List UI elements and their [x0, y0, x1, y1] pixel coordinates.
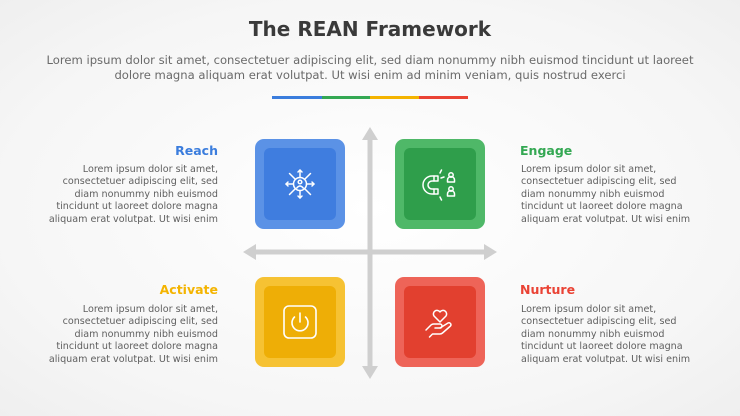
vertical-axis-arrow-up	[362, 127, 378, 140]
activate-description: Lorem ipsum dolor sit amet, consectetuer…	[48, 304, 218, 365]
vertical-axis-arrow-down	[362, 366, 378, 379]
nurture-description: Lorem ipsum dolor sit amet, consectetuer…	[521, 304, 691, 365]
reach-description: Lorem ipsum dolor sit amet, consectetuer…	[48, 164, 218, 225]
color-bar-blue	[272, 96, 322, 99]
activate-label: Activate	[159, 282, 218, 297]
engage-box	[395, 139, 485, 229]
reach-box	[255, 139, 345, 229]
nurture-label: Nurture	[520, 282, 576, 297]
page-title: The REAN Framework	[248, 17, 492, 41]
horizontal-axis-arrow-right	[484, 244, 497, 260]
nurture-box	[395, 277, 485, 367]
activate-box	[255, 277, 345, 367]
color-bar-red	[419, 96, 468, 99]
hand-heart-icon	[425, 309, 452, 338]
horizontal-axis-arrow-left	[243, 244, 256, 260]
page-subtitle: Lorem ipsum dolor sit amet, consectetuer…	[46, 53, 694, 82]
engage-description: Lorem ipsum dolor sit amet, consectetuer…	[521, 164, 691, 225]
network-user-icon	[285, 169, 315, 199]
color-bar-green	[322, 96, 370, 99]
magnet-people-icon	[422, 169, 456, 201]
power-button-icon	[283, 305, 317, 339]
engage-label: Engage	[520, 143, 573, 158]
color-bar-yellow	[370, 96, 419, 99]
reach-label: Reach	[175, 143, 218, 158]
horizontal-axis-line	[254, 249, 486, 255]
